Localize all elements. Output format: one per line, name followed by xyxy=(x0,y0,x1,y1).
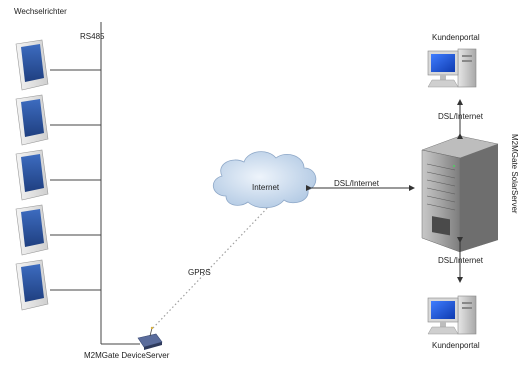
bus-stubs xyxy=(50,69,101,291)
internet-label: Internet xyxy=(252,183,280,192)
rs485-label: RS485 xyxy=(80,32,105,41)
kundenportal-label-bottom: Kundenportal xyxy=(432,341,480,350)
inverter-icon xyxy=(15,259,49,311)
inverter-icon xyxy=(15,149,49,201)
dsl-label-top: DSL/Internet xyxy=(438,112,483,121)
inverter-icon xyxy=(15,204,49,256)
desktop-computer-icon xyxy=(427,48,477,88)
inverters-label: Wechselrichter xyxy=(14,7,67,16)
gprs-label: GPRS xyxy=(188,268,211,277)
server-tower-icon xyxy=(421,135,499,253)
dsl-label-center: DSL/Internet xyxy=(334,179,379,188)
kundenportal-label-top: Kundenportal xyxy=(432,33,480,42)
dsl-label-bottom: DSL/Internet xyxy=(438,256,483,265)
gateway-modem-icon xyxy=(137,326,163,350)
inverter-icon xyxy=(15,94,49,146)
gprs-link xyxy=(152,202,273,329)
cloud-icon xyxy=(213,151,317,209)
solar-server-label: M2MGate SolarServer xyxy=(510,134,519,214)
device-server-label: M2MGate DeviceServer xyxy=(84,351,170,360)
inverter-icon xyxy=(15,39,49,91)
desktop-computer-icon xyxy=(427,295,477,335)
